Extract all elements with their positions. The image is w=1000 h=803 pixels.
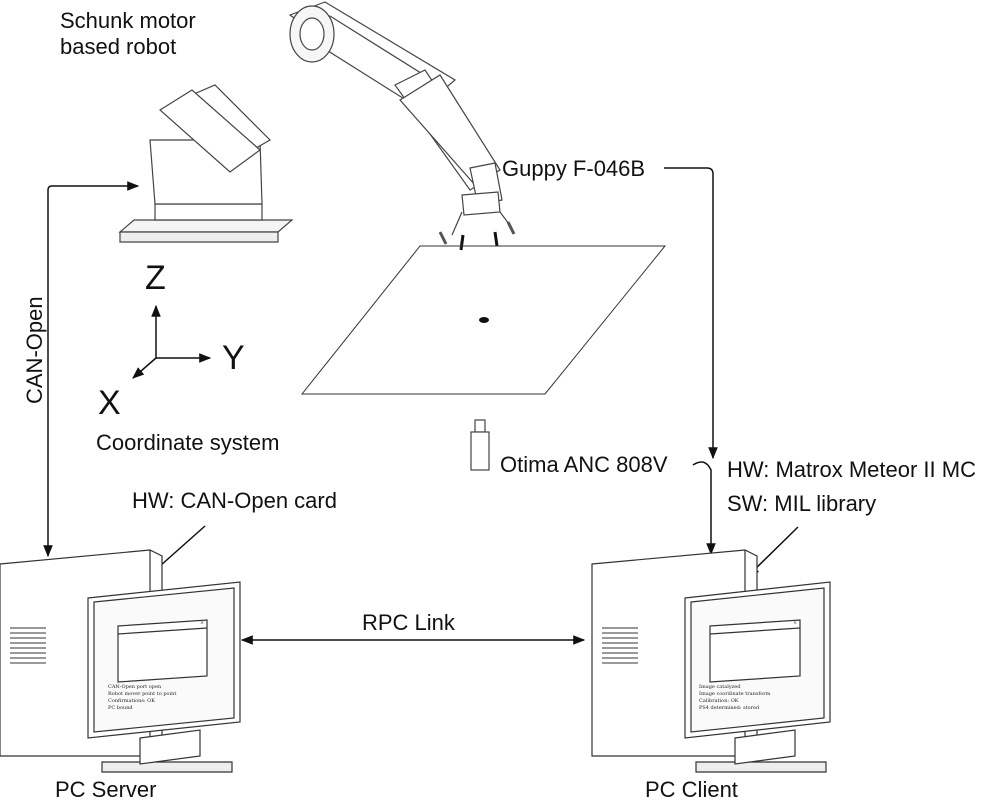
client-screen-line: Image coordinate transform	[699, 691, 771, 697]
client-screen-line: Calibration: OK	[699, 698, 739, 704]
coordinate-axes	[132, 304, 212, 379]
robot-label-line1: Schunk motor	[60, 8, 196, 33]
client-sw-label: SW: MIL library	[727, 491, 877, 516]
robot-label: Schunk motor based robot	[60, 8, 196, 61]
target-object	[479, 317, 489, 323]
light-link	[692, 461, 716, 556]
client-hw-label: HW: Matrox Meteor II MC	[727, 457, 976, 482]
axis-x-label: X	[98, 384, 121, 422]
rpc-link-label: RPC Link	[362, 610, 455, 635]
can-open-label: CAN-Open	[22, 296, 47, 404]
client-screen-line: Image catalyzed	[699, 684, 741, 690]
camera-label: Guppy F-046B	[502, 156, 646, 181]
pc-server	[0, 549, 241, 773]
pc-client	[591, 549, 831, 773]
robot-label-line2: based robot	[60, 34, 177, 60]
client-screen-text: Image catalyzed Image coordinate transfo…	[699, 684, 770, 712]
client-screen-line: PS4 determined: stored	[699, 705, 760, 711]
server-screen-line: Confirmations: OK	[108, 698, 156, 704]
axis-y-label: Y	[222, 339, 245, 377]
can-open-link	[43, 181, 140, 558]
camera-link	[664, 167, 718, 460]
light-source	[470, 419, 490, 471]
server-screen-text: CAN-Open port open Robot mover point to …	[108, 684, 176, 712]
pc-client-label: PC Client	[645, 777, 738, 802]
robot-arm	[118, 1, 513, 243]
server-screen-line: CAN-Open port open	[108, 684, 162, 690]
gripper-tips	[459, 231, 499, 251]
coordinate-caption: Coordinate system	[96, 430, 280, 455]
server-screen-close-icon: ×	[200, 620, 205, 626]
server-screen-line: Robot mover point to point	[108, 691, 177, 697]
server-hw-label: HW: CAN-Open card	[132, 488, 337, 513]
client-screen-close-icon: ×	[793, 620, 798, 626]
server-screen-line: PC bound	[108, 705, 133, 711]
work-plane	[300, 245, 667, 395]
axis-z-label: Z	[145, 259, 166, 297]
pc-server-label: PC Server	[55, 777, 157, 802]
light-label: Otima ANC 808V	[500, 452, 668, 477]
gripper-fingers	[438, 221, 516, 245]
